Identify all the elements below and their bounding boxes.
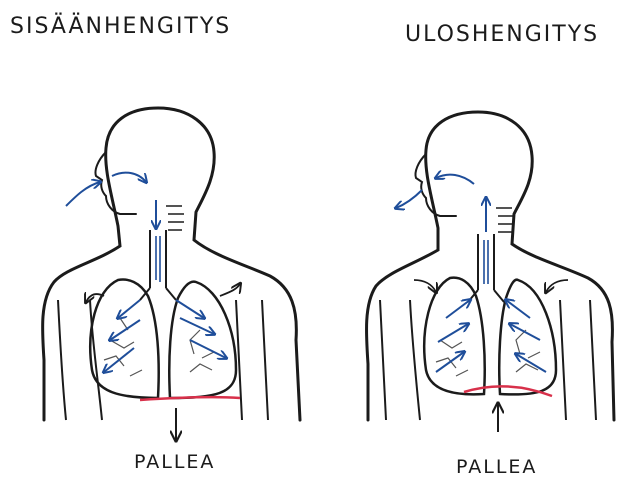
exhale-arm-lines xyxy=(380,300,596,420)
inhale-lung-arrow-5 xyxy=(180,318,214,334)
exhale-bronchi-detail xyxy=(436,330,540,376)
inhale-rib-arrow-right xyxy=(220,284,240,296)
inhale-diaphragm-label: PALLEA xyxy=(134,451,215,473)
inhale-trachea-rings xyxy=(166,206,184,230)
exhale-lung-arrow-4 xyxy=(506,300,530,318)
exhale-lung-arrow-3 xyxy=(436,352,464,372)
exhale-figure xyxy=(366,112,614,432)
exhale-nose-arrow xyxy=(396,190,422,208)
inhale-lung-arrow-4 xyxy=(176,300,204,318)
exhale-right-lung xyxy=(499,280,556,395)
exhale-left-lung xyxy=(424,278,484,395)
exhale-nasal-arrow xyxy=(436,175,474,184)
inhale-lung-arrow-3 xyxy=(104,348,134,372)
inhale-nose-arrow xyxy=(66,182,100,206)
inhale-lung-arrow-1 xyxy=(118,300,140,318)
exhale-lung-arrow-5 xyxy=(510,324,540,340)
inhale-trachea-flow xyxy=(156,236,160,282)
exhale-face-profile xyxy=(415,154,456,216)
exhale-lung-arrow-2 xyxy=(438,324,468,342)
exhale-rib-arrow-right xyxy=(546,280,568,292)
exhale-trachea-flow xyxy=(484,240,488,284)
exhale-trachea-rings xyxy=(496,208,514,232)
inhale-body-outline xyxy=(43,108,300,420)
inhale-figure xyxy=(43,108,300,440)
inhale-left-lung xyxy=(90,280,158,398)
exhale-body-outline xyxy=(366,112,614,420)
inhale-lung-arrow-2 xyxy=(110,320,140,340)
inhale-nasal-arrow xyxy=(112,173,146,182)
exhale-diaphragm-label: PALLEA xyxy=(456,456,537,478)
exhale-lung-arrow-1 xyxy=(446,300,470,318)
exhale-rib-arrow-left xyxy=(414,280,436,292)
inhale-face-profile xyxy=(95,152,136,214)
inhale-trachea xyxy=(140,230,176,300)
inhale-right-lung xyxy=(169,282,236,398)
